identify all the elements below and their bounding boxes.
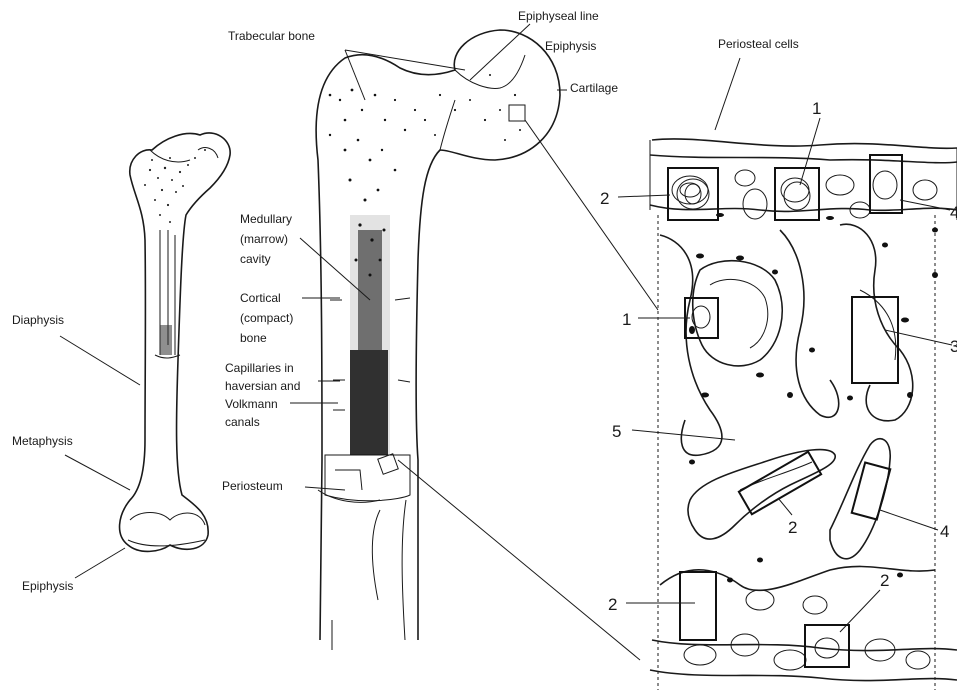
box-content-marks [677, 179, 839, 658]
marker-3-right: 3 [950, 337, 957, 356]
small-femur-trabecular-stipple [144, 149, 206, 223]
medullary-label-line-1: Medullary [240, 212, 292, 226]
diaphysis-label: Diaphysis [12, 313, 64, 327]
cartilage-callout: Cartilage [557, 81, 618, 95]
periosteal-cells-label: Periosteal cells [718, 37, 799, 51]
large-epiphysis-label: Epiphysis [545, 39, 596, 53]
metaphysis-callout: Metaphysis [12, 434, 130, 490]
trabecular-bone-label: Trabecular bone [228, 29, 315, 43]
osteoblast-dots [689, 213, 938, 583]
cortical-label-line-3: bone [240, 331, 267, 345]
periosteal-cells-callout: Periosteal cells [715, 37, 799, 130]
medullary-label-line-3: cavity [240, 252, 271, 266]
trabecular-bone-callout: Trabecular bone [228, 29, 465, 100]
marker-1-top: 1 [812, 99, 821, 118]
marker-2-bottom-left: 2 [608, 595, 617, 614]
marker-2-left: 2 [600, 189, 609, 208]
marker-5: 5 [612, 422, 621, 441]
metaphysis-label: Metaphysis [12, 434, 73, 448]
marker-4-right: 4 [950, 203, 957, 222]
capillaries-label-line-3: Volkmann [225, 397, 278, 411]
periosteum-label: Periosteum [222, 479, 283, 493]
capillaries-label-line-4: canals [225, 415, 260, 429]
cortical-label-line-1: Cortical [240, 291, 281, 305]
marker-2-bottom: 2 [880, 571, 889, 590]
small-epiphysis-callout: Epiphysis [22, 548, 125, 593]
small-femur-drawing [120, 133, 231, 551]
diaphysis-callout: Diaphysis [12, 313, 140, 385]
cortical-bone-callout: Cortical (compact) bone [240, 291, 340, 345]
large-epiphysis-callout: Epiphysis [545, 39, 596, 53]
large-femur-drawing [316, 30, 560, 650]
detail-number-markers: 1 2 4 1 3 5 2 4 2 2 [600, 99, 957, 632]
cortical-label-line-2: (compact) [240, 311, 293, 325]
periosteum-callout: Periosteum [222, 479, 345, 493]
capillaries-label-line-1: Capillaries in [225, 361, 294, 375]
detail-connector-lines [398, 120, 658, 660]
marker-1-middle: 1 [622, 310, 631, 329]
bottom-cell-ellipses [684, 590, 930, 670]
marked-region-boxes [668, 155, 902, 667]
bone-tissue-detail [650, 139, 957, 690]
top-cell-ellipses [672, 170, 937, 219]
capillaries-label-line-2: haversian and [225, 379, 300, 393]
marker-4-lower: 4 [940, 522, 949, 541]
medullary-label-line-2: (marrow) [240, 232, 288, 246]
cartilage-label: Cartilage [570, 81, 618, 95]
marker-2-center: 2 [788, 518, 797, 537]
epiphyseal-line-label: Epiphyseal line [518, 9, 599, 23]
small-epiphysis-label: Epiphysis [22, 579, 73, 593]
